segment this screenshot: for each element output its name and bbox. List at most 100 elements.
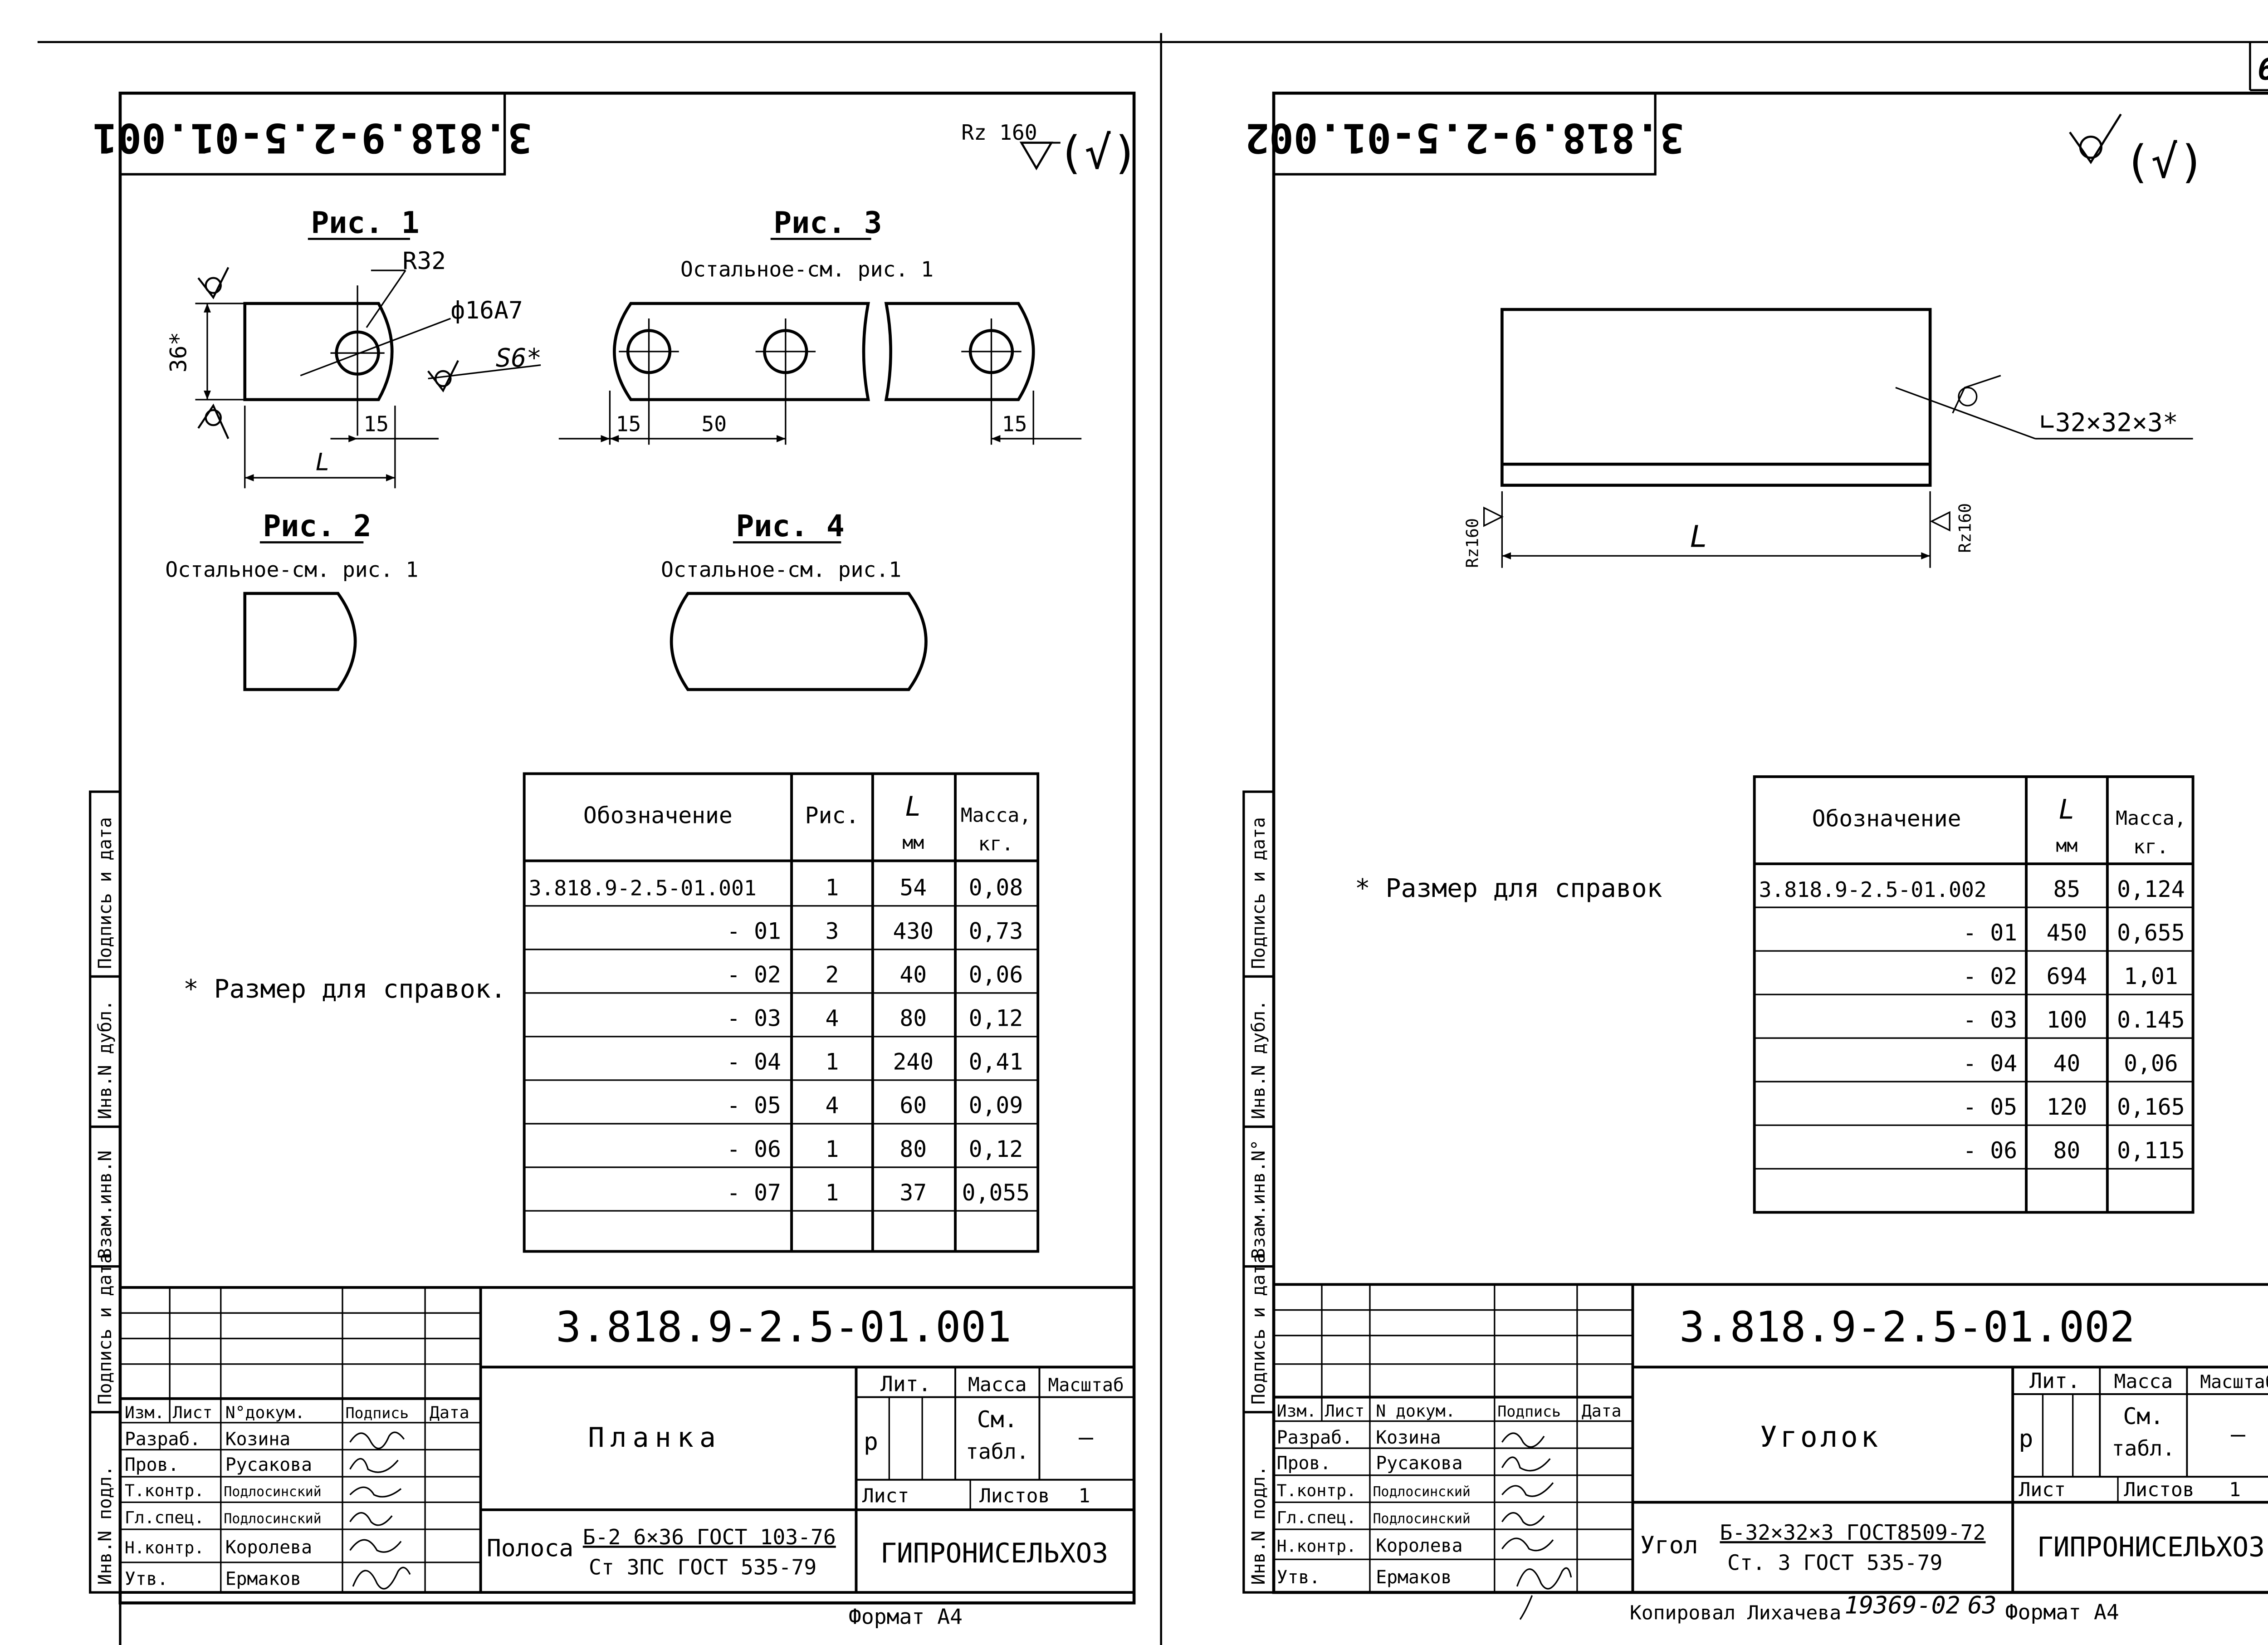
table-cell: 54: [899, 875, 927, 901]
table-cell: 0,124: [2117, 876, 2185, 902]
table-header-designation: Обозначение: [1812, 805, 1961, 832]
margin-label-vzam: Взам.инв.N°: [1248, 1140, 1269, 1259]
tb-material-bottom: Ст 3ПС ГОСТ 535-79: [589, 1555, 816, 1579]
tb-signer-name: Ермаков: [1376, 1567, 1452, 1588]
tb-sheets-label: Листов: [2124, 1479, 2194, 1501]
table-cell: 0,165: [2117, 1094, 2185, 1120]
fig3-dim-c: 15: [1002, 411, 1027, 436]
table-cell: - 03: [727, 1005, 781, 1032]
tb-signer-role: Утв.: [125, 1569, 168, 1590]
tb-mass-value: См.: [2123, 1403, 2164, 1430]
tb-col-sign: Подпись: [1497, 1403, 1561, 1420]
tb-sheet-label: Лист: [2019, 1479, 2066, 1501]
tb-col-izm: Изм.: [1277, 1401, 1317, 1421]
tb-lit: р: [2019, 1425, 2033, 1453]
table-cell: 37: [899, 1180, 927, 1206]
fig3-dim-a: 15: [616, 411, 641, 436]
angle-part: [1501, 308, 1932, 487]
tb-signer-name: Козина: [1376, 1427, 1441, 1448]
table-header-kg: кг.: [2133, 836, 2169, 858]
fig3-title: Рис. 3: [773, 205, 882, 240]
length-label: L: [1690, 519, 1708, 554]
tb-material-prefix: Полоса: [487, 1535, 573, 1562]
fig3-dim-b: 50: [701, 411, 727, 436]
tb-signer-name: Русакова: [1376, 1453, 1462, 1474]
table-header-mm: мм: [2056, 836, 2078, 857]
archive-number: 19369-02: [1844, 1591, 1960, 1619]
rough-left-label: Rz160: [1462, 518, 1482, 568]
margin-label-inv-podl: Инв.N подл.: [95, 1465, 116, 1585]
table-header-mass: Масса,: [2116, 807, 2186, 830]
table-cell: - 03: [1963, 1007, 2018, 1033]
fig1-r: R32: [402, 247, 446, 275]
tb-lit: р: [864, 1428, 878, 1455]
tb-signer-role: Гл.спец.: [125, 1508, 204, 1528]
copied-by: Копировал Лихачева: [1630, 1602, 1841, 1625]
table-header-designation: Обозначение: [583, 803, 733, 829]
tb-signer-role: Разраб.: [125, 1429, 200, 1450]
tb-sheets-value: 1: [2229, 1479, 2241, 1501]
table-cell: 0,73: [969, 918, 1023, 945]
roughness-check-symbol: [2069, 113, 2122, 164]
table-cell: 0,08: [969, 875, 1023, 901]
right-sheet: 3.818.9-2.5-01.002 (√) Инв.N подл. Подпи…: [1242, 92, 2268, 1625]
tb-signer-name: Королева: [1376, 1536, 1462, 1557]
fig1-title: Рис. 1: [311, 205, 419, 240]
tb-signer-role: Н.контр.: [1277, 1537, 1356, 1556]
fig4-part: [670, 592, 928, 691]
rough-right-label: Rz160: [1955, 503, 1975, 553]
table-cell: 4: [826, 1005, 839, 1032]
roughness-paren: (√): [2124, 136, 2205, 188]
table-cell: 80: [2053, 1137, 2081, 1164]
tb-material-top: Б-32×32×3 ГОСТ8509-72: [1720, 1520, 1986, 1545]
margin-label-podpis: Подпись и дата: [1248, 1253, 1269, 1405]
table-cell: - 01: [727, 918, 781, 945]
roughness-symbol: [1019, 142, 1054, 171]
tb-signer-role: Н.контр.: [125, 1538, 204, 1557]
tb-signer-name: Подлосинский: [1373, 1484, 1471, 1500]
reference-note: * Размер для справок: [1355, 874, 1662, 903]
tb-col-date: Дата: [430, 1403, 469, 1422]
tb-col-sign: Подпись: [346, 1404, 409, 1422]
tb-signer-name: Ермаков: [225, 1569, 301, 1590]
tb-sheet-label: Лист: [862, 1484, 909, 1507]
format-label: Формат А4: [849, 1605, 963, 1629]
table-cell: - 02: [1963, 963, 2018, 989]
table-cell: 3.818.9-2.5-01.001: [529, 876, 757, 901]
tb-signer-name: Подлосинский: [1373, 1511, 1471, 1527]
table-header-l: L: [2058, 794, 2075, 826]
profile-label: ∟32×32×3*: [2040, 408, 2178, 437]
table-cell: 0,09: [969, 1092, 1023, 1119]
tb-signer-name: Русакова: [225, 1454, 312, 1475]
tb-signer-role: Т.контр.: [125, 1481, 204, 1500]
table-header-kg: кг.: [978, 832, 1014, 855]
table-cell: 240: [893, 1049, 934, 1075]
tb-name: Планка: [588, 1422, 722, 1454]
title-block: [120, 1286, 1134, 1594]
tb-signer-name: Подлосинский: [224, 1484, 321, 1500]
tb-organization: ГИПРОНИСЕЛЬХОЗ: [2037, 1532, 2265, 1563]
tb-scale-header: Масштаб: [2200, 1372, 2268, 1393]
tb-material-top: Б-2 6×36 ГОСТ 103-76: [583, 1525, 836, 1549]
page-number: 61: [2258, 52, 2268, 87]
title-block: [1274, 1283, 2268, 1593]
fig1-offset: 15: [363, 411, 389, 436]
table-cell: 40: [2053, 1050, 2081, 1077]
table-cell: 4: [826, 1092, 839, 1119]
table-cell: 60: [899, 1092, 927, 1119]
table-cell: 430: [893, 918, 934, 945]
margin-label-podpis-top: Подпись и дата: [1248, 817, 1269, 969]
margin-label-podpis-top: Подпись и дата: [95, 817, 116, 969]
tb-name: Уголок: [1760, 1420, 1881, 1454]
fig2-title: Рис. 2: [263, 509, 371, 543]
tb-col-doc: N°докум.: [225, 1403, 305, 1422]
fig3-note: Остальное-см. рис. 1: [680, 257, 934, 281]
tb-mass-value: См.: [977, 1406, 1018, 1433]
fig4-title: Рис. 4: [736, 509, 845, 543]
tb-designation: 3.818.9-2.5-01.001: [556, 1302, 1012, 1351]
tb-material-prefix: Угол: [1640, 1532, 1698, 1559]
table-cell: 0,055: [962, 1180, 1030, 1206]
signatures: [349, 1431, 411, 1590]
tb-signer-name: Подлосинский: [224, 1511, 321, 1527]
tb-signer-role: Пров.: [1277, 1453, 1331, 1474]
